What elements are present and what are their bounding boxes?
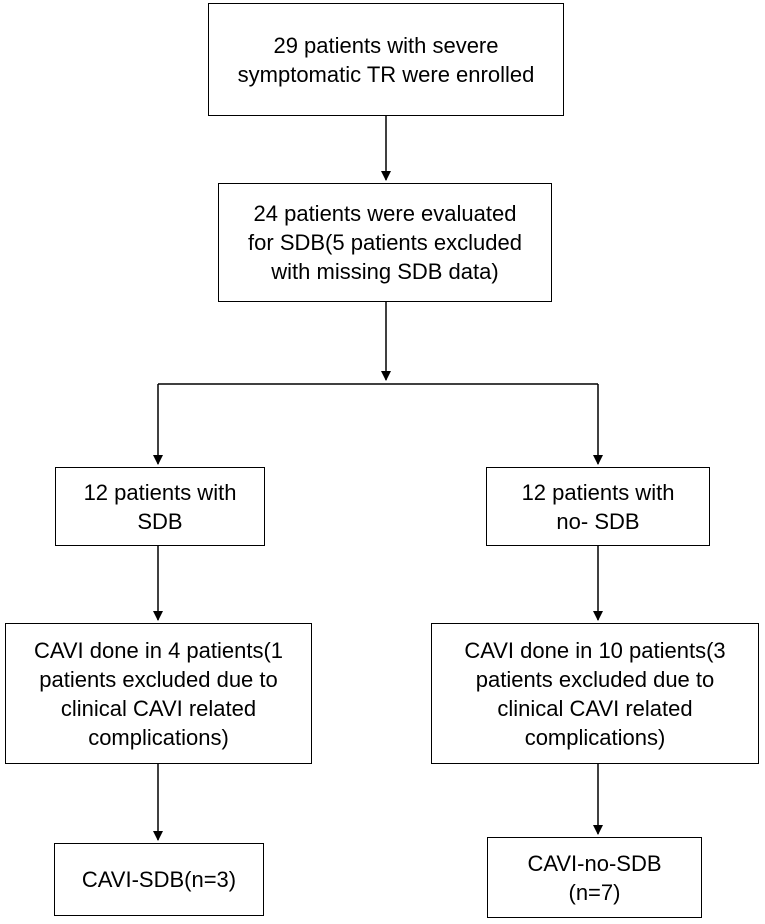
box-cavi-no-sdb-done: CAVI done in 10 patients(3 patients excl… xyxy=(431,623,759,764)
box-sdb-text: 12 patients with SDB xyxy=(83,479,237,534)
box-enrolled: 29 patients with severe symptomatic TR w… xyxy=(208,3,564,116)
box-no-sdb: 12 patients with no- SDB xyxy=(486,467,710,546)
box-cavi-sdb-done: CAVI done in 4 patients(1 patients exclu… xyxy=(5,623,312,764)
box-cavi-sdb-done-text: CAVI done in 4 patients(1 patients exclu… xyxy=(33,637,284,750)
box-no-sdb-text: 12 patients with no- SDB xyxy=(521,479,675,534)
box-evaluated-text: 24 patients were evaluated for SDB(5 pat… xyxy=(248,201,522,284)
box-cavi-sdb-final: CAVI-SDB(n=3) xyxy=(54,843,264,916)
box-evaluated: 24 patients were evaluated for SDB(5 pat… xyxy=(218,183,552,302)
box-sdb: 12 patients with SDB xyxy=(55,467,265,546)
box-cavi-no-sdb-final-text: CAVI-no-SDB (n=7) xyxy=(527,850,662,905)
box-cavi-no-sdb-final: CAVI-no-SDB (n=7) xyxy=(487,837,702,918)
box-enrolled-text: 29 patients with severe symptomatic TR w… xyxy=(237,32,535,87)
box-cavi-sdb-final-text: CAVI-SDB(n=3) xyxy=(81,867,237,892)
box-cavi-no-sdb-done-text: CAVI done in 10 patients(3 patients excl… xyxy=(464,637,726,750)
